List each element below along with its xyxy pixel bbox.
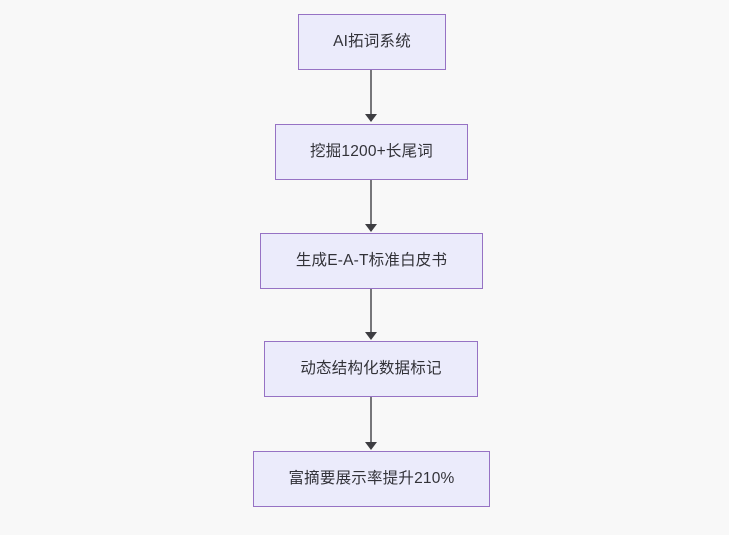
flow-node-label: 动态结构化数据标记	[300, 360, 442, 378]
flow-node-label: AI拓词系统	[333, 33, 411, 51]
flow-node-longtail-keywords[interactable]: 挖掘1200+长尾词	[275, 124, 468, 180]
flow-node-label: 富摘要展示率提升210%	[288, 470, 455, 488]
flow-node-ai-keyword-system[interactable]: AI拓词系统	[298, 14, 446, 70]
flow-edge-n2-n3	[370, 180, 372, 225]
arrow-down-icon	[365, 442, 377, 450]
flow-edge-n4-n5	[370, 397, 372, 443]
flow-node-eat-whitepaper[interactable]: 生成E-A-T标准白皮书	[260, 233, 483, 289]
flow-node-structured-data-markup[interactable]: 动态结构化数据标记	[264, 341, 478, 397]
arrow-down-icon	[365, 224, 377, 232]
arrow-down-icon	[365, 114, 377, 122]
arrow-down-icon	[365, 332, 377, 340]
flow-node-label: 挖掘1200+长尾词	[309, 143, 434, 161]
flow-node-rich-snippet-result[interactable]: 富摘要展示率提升210%	[253, 451, 490, 507]
flow-edge-n3-n4	[370, 289, 372, 333]
flow-edge-n1-n2	[370, 70, 372, 116]
flow-node-label: 生成E-A-T标准白皮书	[295, 252, 448, 270]
